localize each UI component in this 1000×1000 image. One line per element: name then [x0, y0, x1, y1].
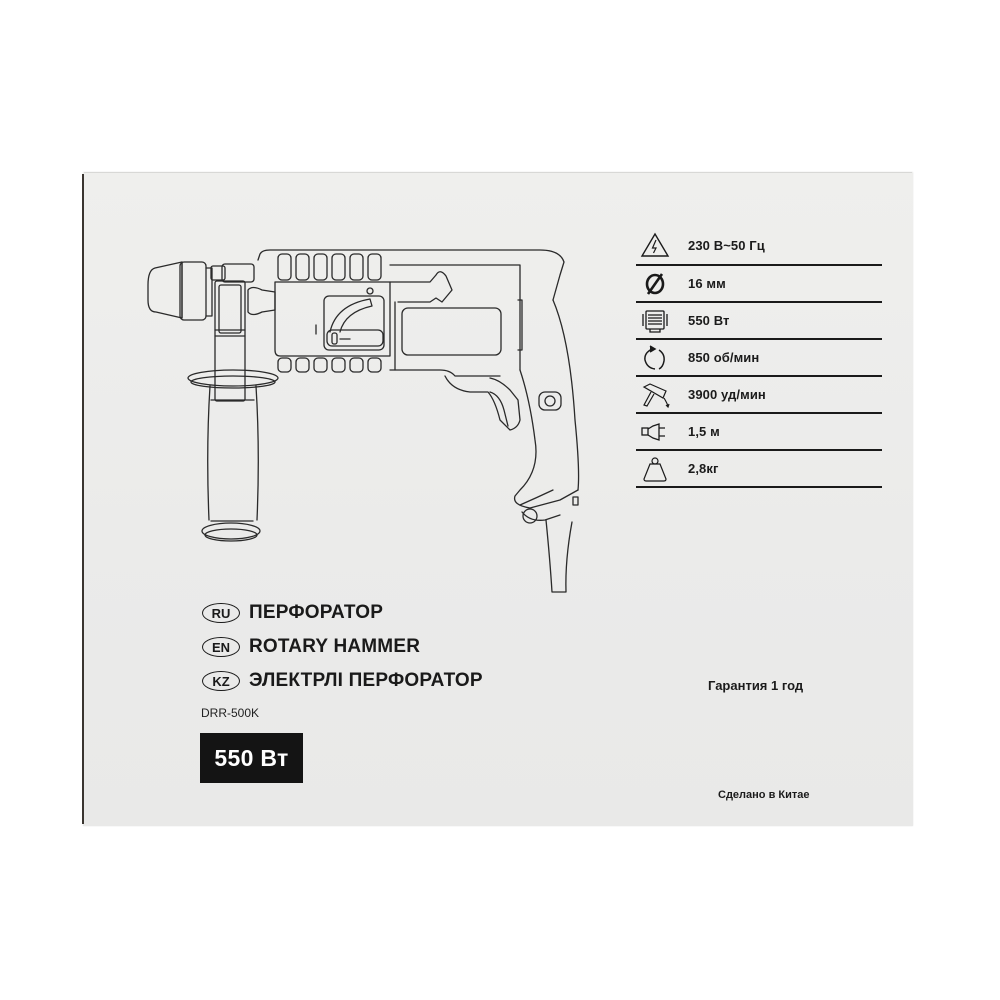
spec-row-diameter: 16 мм	[636, 266, 882, 303]
spec-value: 2,8кг	[688, 461, 719, 476]
lang-badge: EN	[202, 637, 240, 657]
spec-value: 550 Вт	[688, 313, 730, 328]
spec-value: 16 мм	[688, 276, 726, 291]
weight-icon	[636, 454, 674, 484]
lang-badge: RU	[202, 603, 240, 623]
product-name: ROTARY HAMMER	[249, 636, 421, 657]
impact-rate-hammer-icon	[636, 380, 674, 410]
spec-value: 3900 уд/мин	[688, 387, 766, 402]
spec-row-speed: 850 об/мин	[636, 340, 882, 377]
spec-row-power: 550 Вт	[636, 303, 882, 340]
country-of-origin: Сделано в Китае	[718, 789, 810, 801]
voltage-warning-icon	[636, 230, 674, 260]
box-edge	[82, 174, 84, 824]
product-name-ru: RU ПЕРФОРАТОР	[202, 596, 483, 630]
product-name: ЭЛЕКТРЛІ ПЕРФОРАТОР	[249, 670, 483, 691]
spec-value: 850 об/мин	[688, 350, 760, 365]
motor-power-icon	[636, 306, 674, 336]
spec-value: 1,5 м	[688, 424, 720, 439]
product-name-en: EN ROTARY HAMMER	[202, 630, 483, 664]
power-badge: 550 Вт	[200, 733, 303, 783]
spec-row-voltage: 230 В~50 Гц	[636, 226, 882, 266]
rotation-speed-icon	[636, 343, 674, 373]
spec-row-weight: 2,8кг	[636, 451, 882, 488]
spec-value: 230 В~50 Гц	[688, 237, 765, 253]
box-edge-top	[84, 172, 912, 173]
product-name: ПЕРФОРАТОР	[249, 602, 384, 623]
product-name-kz: KZ ЭЛЕКТРЛІ ПЕРФОРАТОР	[202, 664, 483, 698]
power-cord-plug-icon	[636, 417, 674, 447]
lang-badge: KZ	[202, 671, 240, 691]
spec-row-impact-rate: 3900 уд/мин	[636, 377, 882, 414]
spec-row-cord-length: 1,5 м	[636, 414, 882, 451]
product-names: RU ПЕРФОРАТОР EN ROTARY HAMMER KZ ЭЛЕКТР…	[202, 596, 483, 698]
diameter-icon	[636, 269, 674, 299]
warranty-text: Гарантия 1 год	[708, 678, 804, 693]
spec-list: 230 В~50 Гц 16 мм 550 Вт 850 об/мин 3900…	[636, 226, 882, 488]
model-number: DRR-500K	[201, 706, 260, 720]
